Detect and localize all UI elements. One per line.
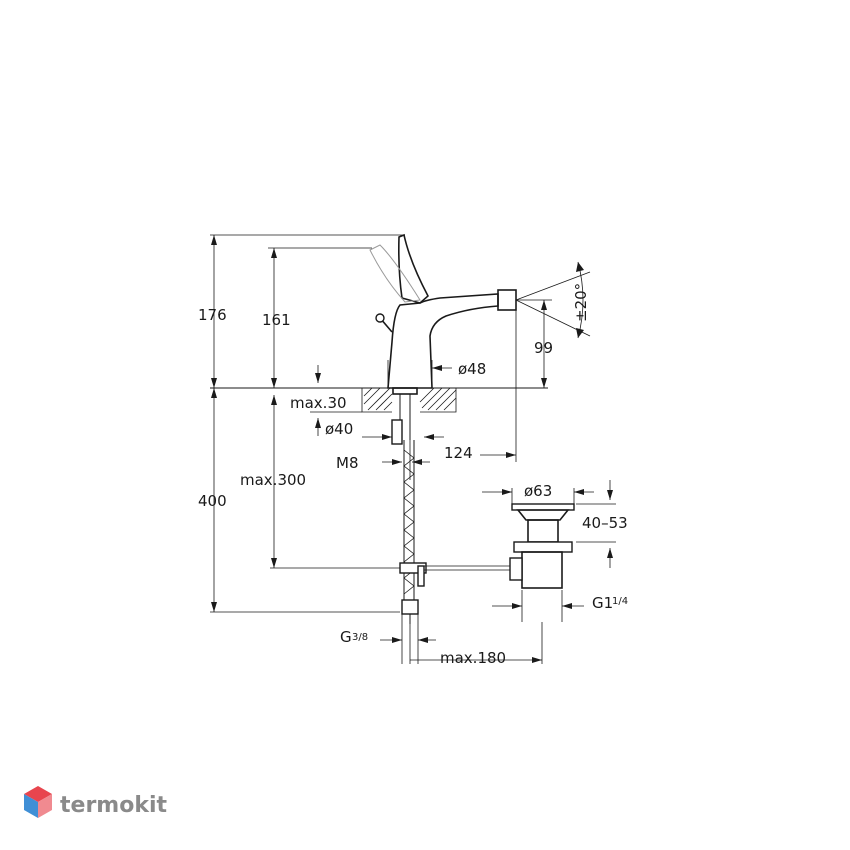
countertop	[210, 387, 548, 413]
dim-inlet-thread-fraction: 3/8	[352, 632, 368, 643]
dim-waste-range: 40–53	[582, 514, 628, 532]
popup-rod	[417, 565, 512, 587]
cube-logo-icon	[24, 786, 52, 818]
dim-inlet-thread: G	[340, 628, 352, 646]
brand-watermark: termokit	[24, 786, 167, 818]
dim-max-deck: max.30	[290, 394, 347, 412]
dim-99: 99	[534, 339, 553, 357]
dim-176: 176	[198, 306, 227, 324]
faucet-body	[369, 233, 517, 445]
dim-161: 161	[262, 311, 291, 329]
dim-waste-diameter: ø63	[524, 482, 552, 500]
dim-hole-diameter: ø40	[325, 420, 353, 438]
dim-spout-reach: 124	[444, 444, 473, 462]
dim-waste-thread-fraction: 1/4	[612, 596, 628, 607]
dim-max-hose: max.300	[240, 471, 306, 489]
flex-hose	[399, 440, 427, 624]
dim-waste-thread: G1	[592, 594, 613, 612]
dim-body-diameter: ø48	[458, 360, 486, 378]
dim-max-rod: max.180	[440, 649, 506, 667]
arrowheads	[211, 235, 613, 663]
dim-spray-angle: ±20°	[572, 283, 590, 322]
brand-name: termokit	[60, 793, 167, 818]
dim-400: 400	[198, 492, 227, 510]
dim-thread-m8: M8	[336, 454, 359, 472]
waste-fitting	[509, 503, 575, 589]
